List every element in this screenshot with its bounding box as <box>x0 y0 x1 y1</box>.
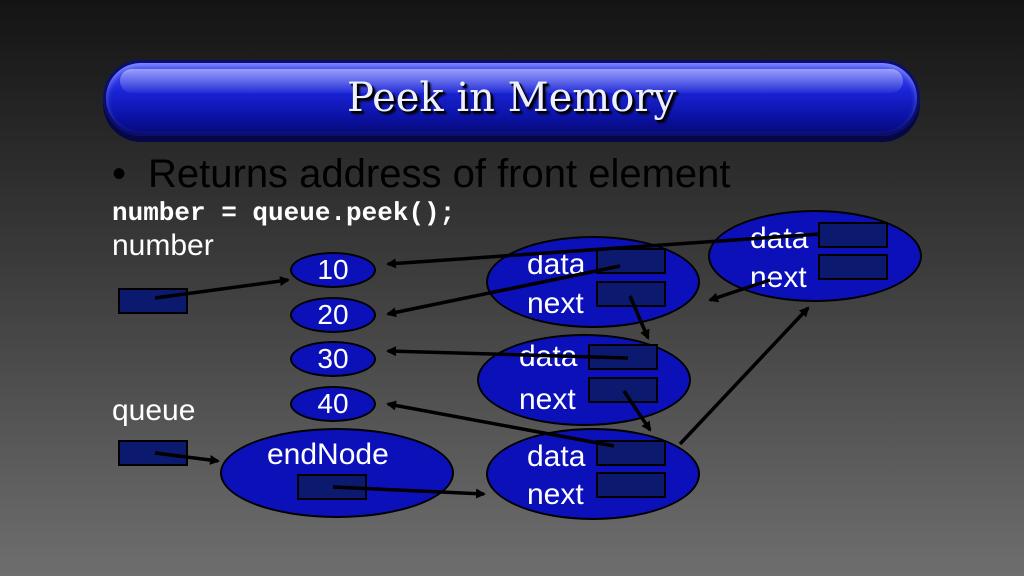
slide-title: Peek in Memory <box>346 75 677 121</box>
value-oval-40: 40 <box>290 386 376 422</box>
code-line: number = queue.peek(); <box>112 198 456 228</box>
arrow-node2-data-to-30 <box>386 346 629 360</box>
node-4-next-label: next <box>750 261 807 294</box>
arrow-node1-data-to-20 <box>386 264 621 318</box>
arrow-number-to-10 <box>154 276 290 300</box>
queue-label: queue <box>112 394 196 427</box>
number-label: number <box>112 229 214 262</box>
node-3-data-label: data <box>527 440 586 473</box>
value-oval-30: 30 <box>290 341 376 377</box>
arrow-node1-next-to-node2 <box>628 295 650 340</box>
node-1-next-label: next <box>527 287 584 320</box>
arrow-node4-next-to-node1 <box>708 278 771 303</box>
arrow-queue-to-endnode <box>154 451 220 465</box>
end-node-oval <box>220 428 454 518</box>
number-pointer-box <box>118 288 188 314</box>
arrow-node2-next-to-node3 <box>622 390 652 432</box>
end-node-label: endNode <box>267 438 389 471</box>
title-bar: Peek in Memory <box>103 60 920 136</box>
node-2-next-box <box>588 377 658 403</box>
node-3-data-box <box>596 440 666 466</box>
value-oval-10: 10 <box>290 252 376 288</box>
arrow-node3-next-to-node4 <box>678 306 810 446</box>
node-4-next-box <box>818 254 888 280</box>
arrow-node3-data-to-40 <box>386 400 615 448</box>
node-3-next-label: next <box>527 478 584 511</box>
bullet-text: Returns address of front element <box>148 152 731 196</box>
bullet-point: • Returns address of front element <box>112 152 731 197</box>
node-3-next-box <box>596 472 666 498</box>
arrow-endnode-to-node3 <box>332 485 486 499</box>
queue-pointer-box <box>118 440 188 466</box>
bullet-dot-icon: • <box>112 152 127 196</box>
arrow-node4-data-to-10 <box>386 232 821 269</box>
node-2-next-label: next <box>519 383 576 416</box>
value-oval-20: 20 <box>290 297 376 333</box>
